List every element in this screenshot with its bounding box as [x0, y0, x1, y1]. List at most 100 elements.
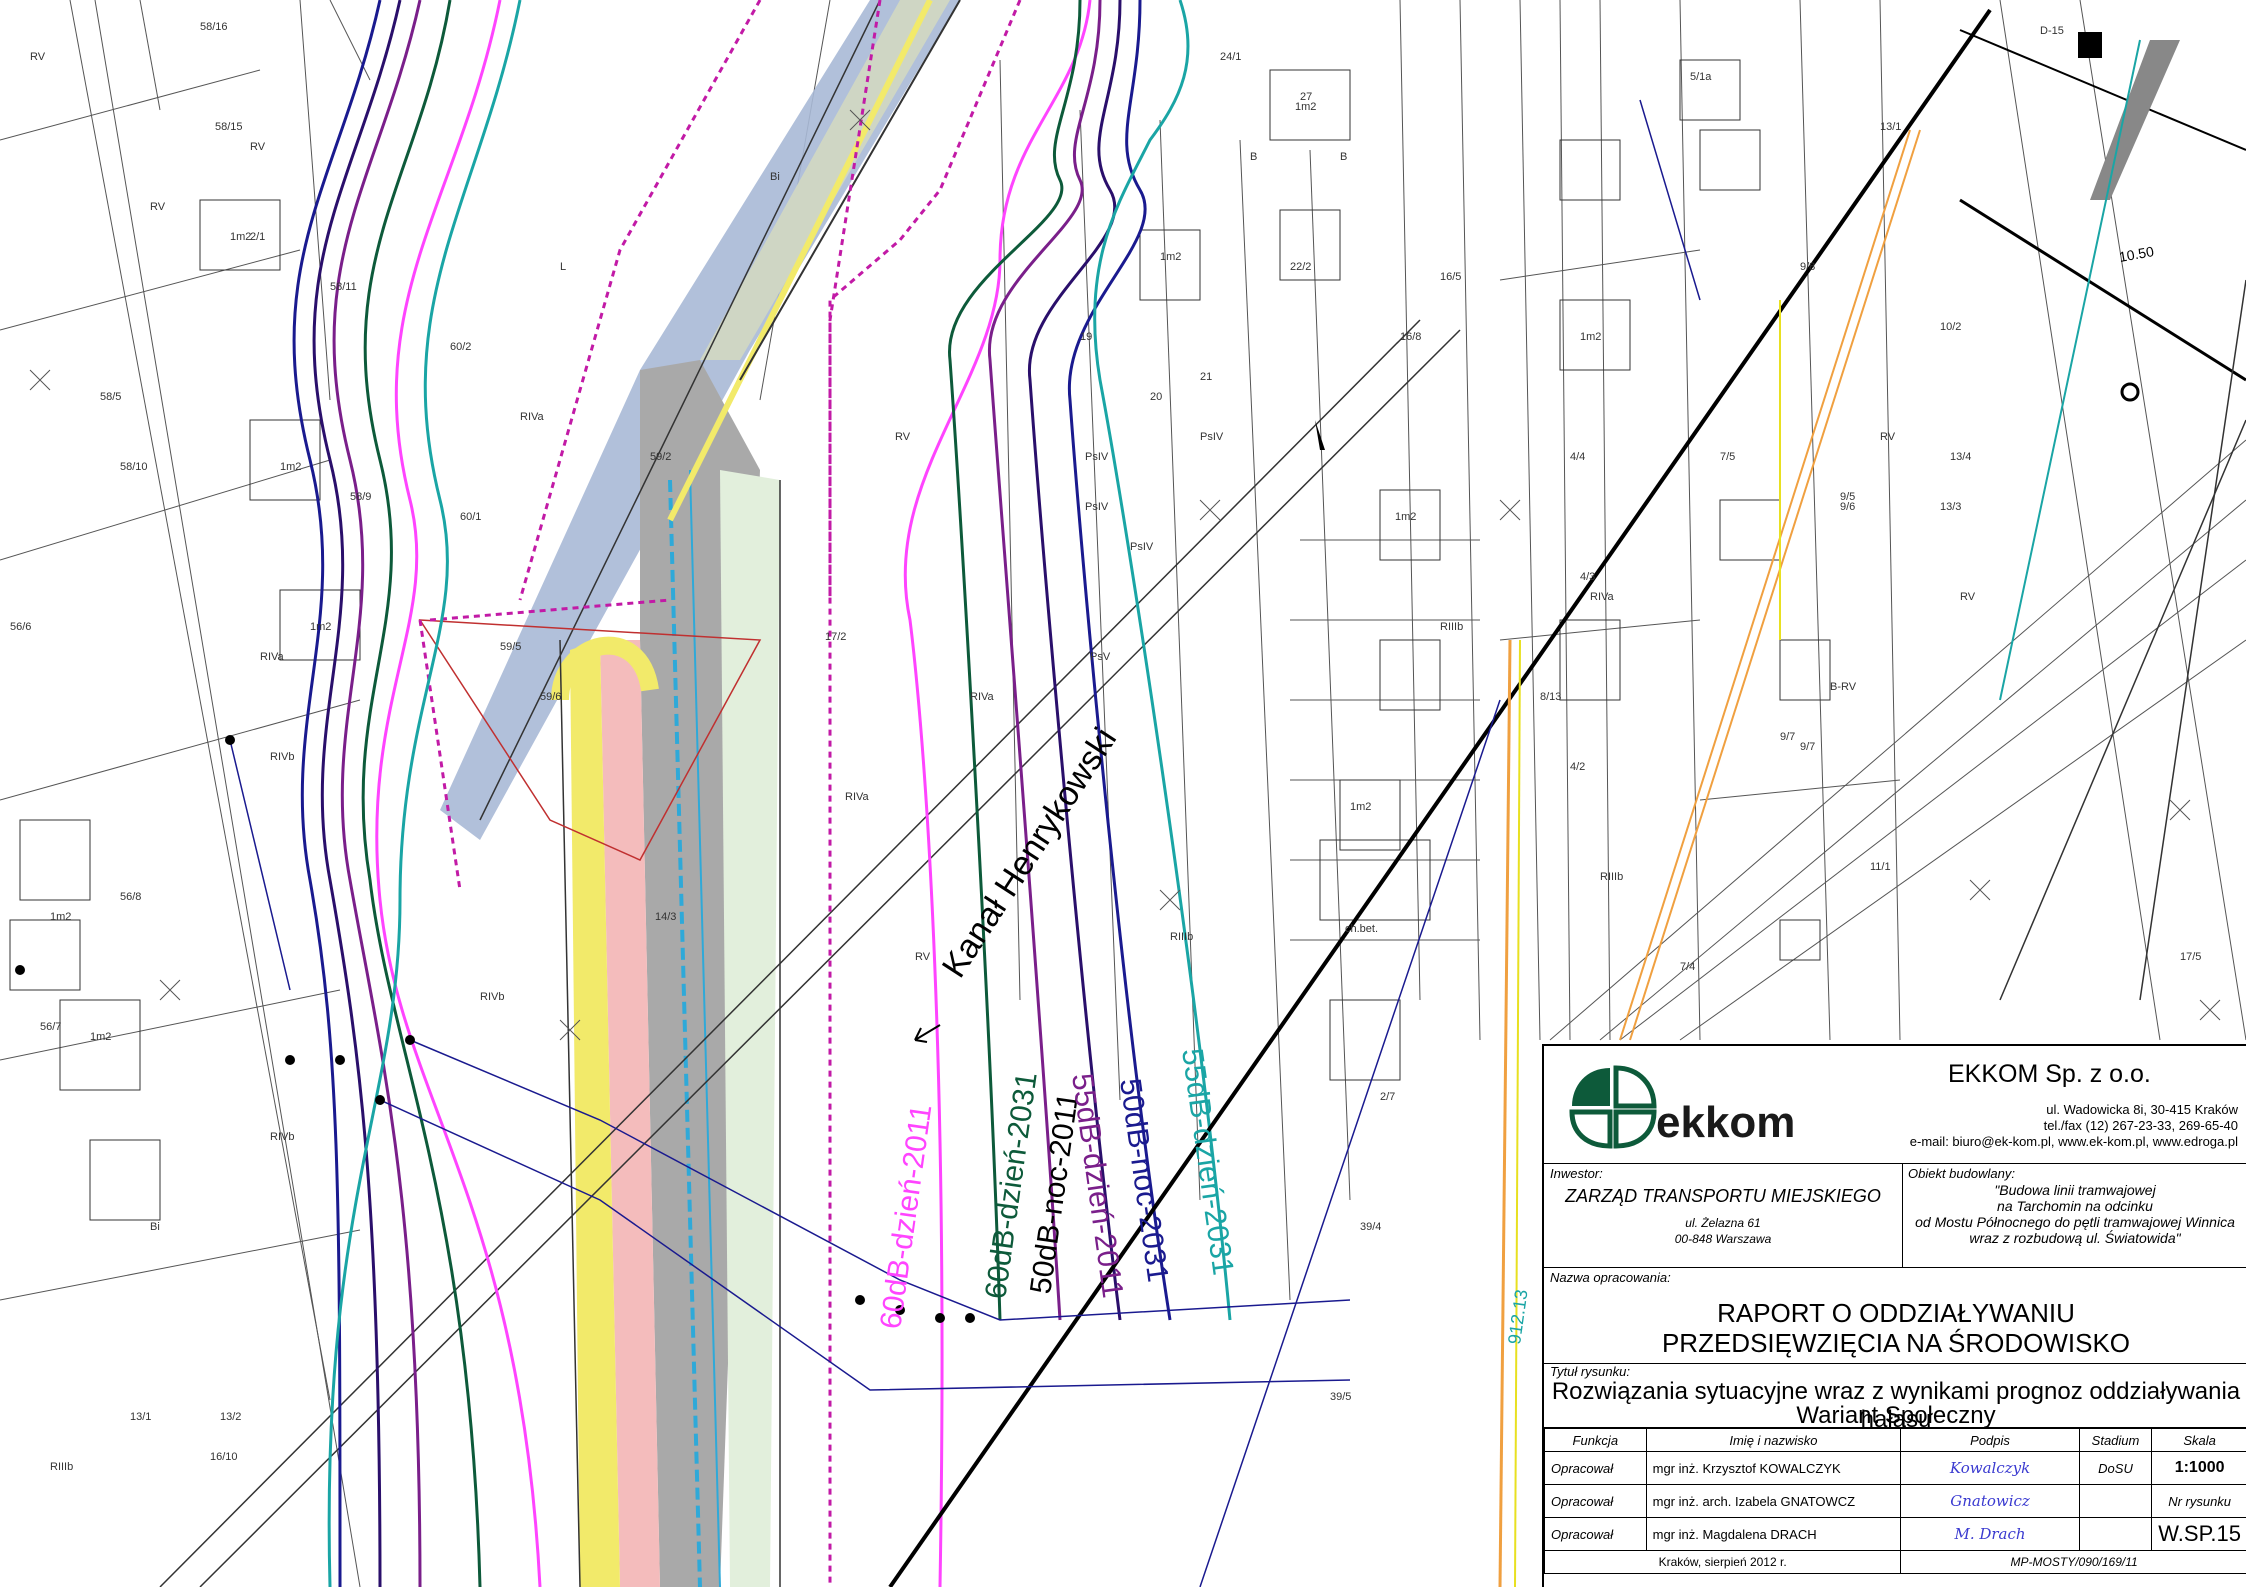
- object-line-4: wraz z rozbudową ul. Światowida": [1969, 1230, 2181, 1246]
- company-address: ul. Wadowicka 8i, 30-415 Kraków: [2046, 1102, 2238, 1117]
- parcel-label: RV: [1960, 591, 1976, 603]
- parcel-label: 58/15: [215, 121, 243, 133]
- logo-text: ekkom: [1656, 1098, 1796, 1147]
- investor-name: ZARZĄD TRANSPORTU MIEJSKIEGO: [1565, 1186, 1881, 1206]
- parcel-label: 1m2: [1395, 511, 1416, 523]
- level-label: 912.13: [1504, 1288, 1531, 1345]
- parcel-label: PsIV: [1130, 541, 1154, 553]
- parcel-label: 11/1: [1870, 861, 1891, 873]
- arrow-icon: [914, 1024, 941, 1043]
- investor-city: 00-848 Warszawa: [1674, 1232, 1772, 1246]
- parcel-label: 13/2: [220, 1411, 241, 1423]
- row-drawing-number: W.SP.15: [2151, 1517, 2246, 1551]
- parcel-label: 1m2: [310, 621, 331, 633]
- railway-right: [1999, 39, 2246, 1001]
- parcel-label: RV: [30, 51, 46, 63]
- parcel-label: 39/5: [1330, 1391, 1351, 1403]
- company-section: ekkom EKKOM Sp. z o.o. ul. Wadowicka 8i,…: [1544, 1046, 2246, 1164]
- parcel-label: 14/3: [655, 911, 676, 923]
- ekkom-logo-icon: [1569, 1065, 1657, 1149]
- parcel-label: 4/2: [1570, 761, 1585, 773]
- object-line-2: na Tarchomin na odcinku: [1997, 1198, 2153, 1214]
- parcel-label: 9/6: [1840, 501, 1855, 513]
- parcel-label: 17/5: [2180, 951, 2201, 963]
- parcel-label: B: [1250, 151, 1257, 163]
- parcel-label: 56/8: [120, 891, 141, 903]
- header-function: Funkcja: [1544, 1428, 1647, 1452]
- nodes: [15, 735, 975, 1323]
- drawing-title-2: Wariant Społeczny: [1796, 1402, 1996, 1429]
- title-block: ekkom EKKOM Sp. z o.o. ul. Wadowicka 8i,…: [1542, 1044, 2246, 1587]
- parcel-label: 58/9: [350, 491, 371, 503]
- corner-tag: D-15: [2040, 25, 2064, 37]
- table-row: Opracował mgr inż. arch. Izabela GNATOWC…: [1544, 1484, 2246, 1518]
- parcel-label: RIIIb: [1170, 931, 1193, 943]
- corner-marker: [2078, 32, 2102, 58]
- parcel-label: RIVa: [520, 411, 545, 423]
- size-label: 10.50: [2118, 243, 2155, 265]
- row-function: Opracował: [1544, 1517, 1647, 1551]
- parcel-label: RIVa: [845, 791, 870, 803]
- study-title-2: PRZEDSIĘWZIĘCIA NA ŚRODOWISKO: [1661, 1328, 2131, 1358]
- parcel-labels: RV RV 58/16 58/15 RV 2/1 58/11 58/10 56/…: [10, 21, 2201, 1473]
- parcel-label: 9/7: [1780, 731, 1795, 743]
- north-arrow-icon: [1315, 420, 1325, 450]
- parcel-label: 7/4: [1680, 961, 1695, 973]
- parcel-label: PsV: [1090, 651, 1111, 663]
- parcel-label: RIVb: [270, 751, 294, 763]
- table-row: Opracował mgr inż. Krzysztof KOWALCZYK K…: [1544, 1451, 2246, 1485]
- company-email: e-mail: biuro@ek-kom.pl, www.ek-kom.pl, …: [1909, 1134, 2238, 1149]
- header-signature: Podpis: [1900, 1428, 2080, 1452]
- parcel-label: RIVa: [260, 651, 285, 663]
- parcel-label: RIVa: [1590, 591, 1615, 603]
- parcel-label: 22/2: [1290, 261, 1311, 273]
- parcel-label: 13/1: [130, 1411, 151, 1423]
- table-row-footer: Kraków, sierpień 2012 r. MP-MOSTY/090/16…: [1543, 1550, 2246, 1574]
- parcel-label: 9/7: [1800, 741, 1815, 753]
- parcel-label: 16/8: [1400, 331, 1421, 343]
- survey-point: [2120, 382, 2140, 402]
- parcel-label: Bi: [150, 1221, 160, 1233]
- parcel-label: RIIIb: [50, 1461, 73, 1473]
- parcel-label: 60/2: [450, 341, 471, 353]
- parcel-label: 1m2: [230, 231, 251, 243]
- parcel-label: 39/4: [1360, 1221, 1381, 1233]
- header-stadium: Stadium: [2078, 1428, 2153, 1452]
- contour-label-60db-day-2011: 60dB-dzień-2011: [874, 1102, 938, 1331]
- study-title-1: RAPORT O ODDZIAŁYWANIU: [1717, 1298, 2075, 1328]
- parcel-label: 16/10: [210, 1451, 238, 1463]
- object-line-3: od Mostu Północnego do pętli tramwajowej…: [1915, 1214, 2235, 1230]
- buildings: [9, 59, 1831, 1221]
- parcel-label: 58/5: [100, 391, 121, 403]
- object-line-1: "Budowa linii tramwajowej: [1994, 1182, 2156, 1198]
- row-stadium: [2078, 1517, 2153, 1551]
- x-markers: [29, 109, 2221, 1041]
- investor-label: Inwestor:: [1550, 1166, 1603, 1181]
- reference-number: MP-MOSTY/090/169/11: [1900, 1550, 2246, 1574]
- parcel-label: 9/5: [1840, 491, 1855, 503]
- parcel-label: RIVa: [970, 691, 995, 703]
- parcel-label: 4/3: [1580, 571, 1595, 583]
- parcel-label: 1m2: [1295, 101, 1316, 113]
- parcel-label: 56/6: [10, 621, 31, 633]
- parcel-label: 16/5: [1440, 271, 1461, 283]
- parcel-label: 58/16: [200, 21, 228, 33]
- canal-banks: [159, 319, 1461, 1587]
- parcel-label: 1m2: [50, 911, 71, 923]
- parcel-label: 13/1: [1880, 121, 1901, 133]
- row-signature: Gnatowicz: [1950, 1492, 2030, 1510]
- row-stadium: [2078, 1484, 2153, 1518]
- parcel-label: 4/4: [1570, 451, 1585, 463]
- row-drawing-number-label: Nr rysunku: [2151, 1484, 2246, 1518]
- parcel-label: 13/4: [1950, 451, 1971, 463]
- parcel-label: 59/5: [500, 641, 521, 653]
- parcel-label: 13/3: [1940, 501, 1961, 513]
- parcel-label: 24/1: [1220, 51, 1241, 63]
- investor-address: ul. Żelazna 61: [1685, 1216, 1761, 1230]
- parcel-label: 56/7: [40, 1021, 61, 1033]
- table-row: Opracował mgr inż. Magdalena DRACH M. Dr…: [1544, 1517, 2246, 1551]
- parcel-label: 1m2: [280, 461, 301, 473]
- drawing-label: Tytuł rysunku:: [1550, 1364, 1630, 1379]
- parcel-label: 27: [1300, 91, 1312, 103]
